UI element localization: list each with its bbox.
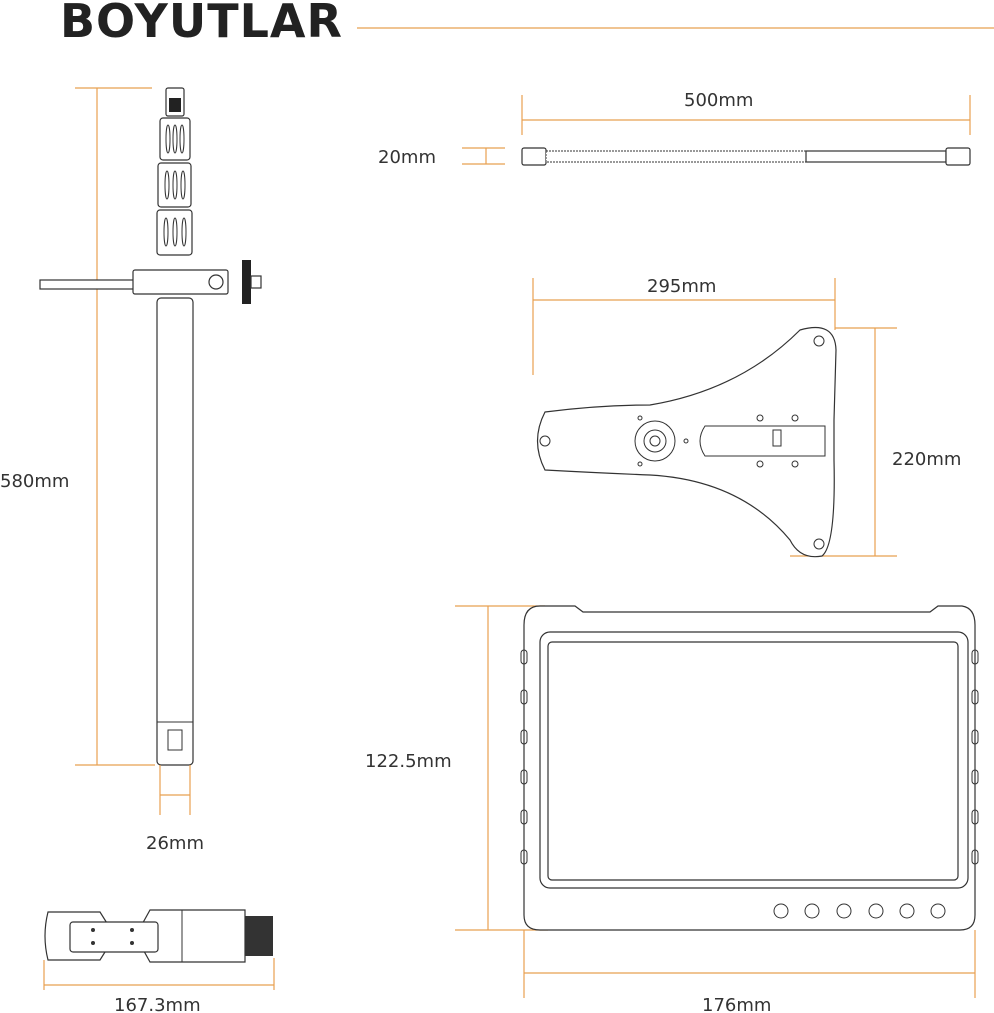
gooseneck-length-label: 500mm [684,90,753,111]
base-depth-label: 220mm [892,449,961,470]
monitor-drawing [455,605,979,998]
monitor-height-label: 122.5mm [365,751,452,772]
base-width-label: 295mm [647,276,716,297]
gooseneck-drawing [462,95,971,166]
page-title: BOYUTLAR [60,0,343,48]
pole-drawing [39,87,262,815]
gooseneck-diameter-label: 20mm [378,147,436,168]
handle-drawing [43,909,275,990]
base-plate-drawing [532,278,897,558]
monitor-width-label: 176mm [702,995,771,1013]
handle-length-label: 167.3mm [114,995,201,1013]
pole-length-label: 580mm [0,471,69,492]
pole-diameter-label: 26mm [146,833,204,854]
